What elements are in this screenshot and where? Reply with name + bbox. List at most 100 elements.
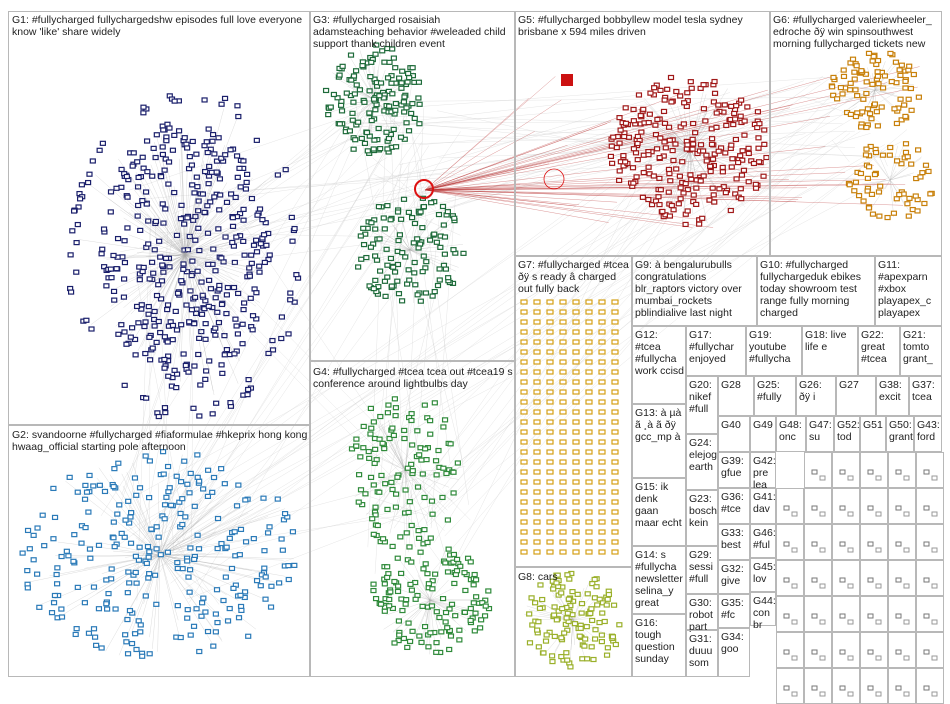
panel-small-group	[916, 488, 944, 524]
panel-small-group	[804, 632, 832, 668]
group-label-g9: G9: à bengalurubulls congratulations blr…	[635, 259, 755, 324]
panel-small-group	[888, 488, 916, 524]
group-label-g49: G49	[753, 419, 774, 450]
panel-small-group	[860, 488, 888, 524]
panel-small-group	[832, 488, 860, 524]
panel-small-group	[804, 596, 832, 632]
group-label-g26: G26: ðÿ i	[799, 379, 834, 414]
group-label-g16: G16: tough question sunday	[635, 617, 684, 675]
panel-g7	[515, 256, 632, 567]
panel-small-group	[804, 560, 832, 596]
panel-small-group	[916, 452, 944, 488]
group-label-g37: G37: tcea	[912, 379, 940, 414]
panel-small-group	[776, 524, 804, 560]
group-label-g41: G41: dav	[753, 491, 774, 522]
group-label-g27: G27	[839, 379, 874, 414]
panel-small-group	[888, 668, 916, 704]
group-label-g31: G31: duuu som	[689, 633, 716, 675]
panel-g1	[8, 11, 310, 425]
group-label-g29: G29: sessi #full	[689, 549, 716, 592]
group-label-g7: G7: #fullycharged #tcea ðÿ s ready â cha…	[518, 259, 630, 295]
panel-g2	[8, 425, 310, 677]
group-label-g20: G20: nikef #full	[689, 379, 716, 432]
panel-small-group	[860, 524, 888, 560]
group-label-g35: G35: #fc	[721, 597, 748, 626]
panel-small-group	[888, 524, 916, 560]
group-label-g17: G17: #fullychar enjoyed	[689, 329, 744, 374]
panel-g8	[515, 567, 632, 677]
panel-small-group	[804, 668, 832, 704]
panel-g4	[310, 361, 515, 677]
group-label-g44: G44: con br	[753, 595, 774, 624]
panel-small-group	[832, 632, 860, 668]
group-label-g21: G21: tomto grant_	[903, 329, 940, 374]
panel-small-group	[916, 524, 944, 560]
panel-small-group	[888, 560, 916, 596]
group-label-g48: G48: onc	[779, 419, 804, 450]
panel-small-group	[832, 596, 860, 632]
panel-small-group	[832, 524, 860, 560]
group-label-g2: G2: svandoorne #fullycharged #fiaformula…	[12, 429, 308, 453]
group-label-g33: G33: best	[721, 527, 748, 558]
panel-small-group	[860, 596, 888, 632]
group-label-g51: G51	[863, 419, 884, 450]
panel-g3	[310, 11, 515, 361]
panel-small-group	[776, 560, 804, 596]
group-label-g18: G18: live life e	[805, 329, 856, 374]
group-label-g32: G32: give	[721, 563, 748, 592]
group-label-g22: G22: great #tcea	[861, 329, 898, 374]
panel-small-group	[860, 452, 888, 488]
group-label-g40: G40	[721, 419, 748, 450]
group-label-g39: G39: gfue	[721, 455, 748, 486]
group-label-g4: G4: #fullycharged #tcea tcea out #tcea19…	[313, 366, 513, 390]
group-label-g25: G25: #fully	[757, 379, 794, 414]
panel-small-group	[776, 632, 804, 668]
panel-small-group	[916, 560, 944, 596]
panel-small-group	[888, 452, 916, 488]
group-label-g42: G42: pre lea	[753, 455, 774, 486]
panel-small-group	[804, 452, 832, 488]
panel-small-group	[832, 668, 860, 704]
group-label-g1: G1: #fullycharged fullychargedshw episod…	[12, 14, 308, 38]
panel-small-group	[860, 560, 888, 596]
group-label-g50: G50: grant	[889, 419, 912, 450]
group-label-g13: G13: à µà ã ¸à ã ðÿ gcc_mp à	[635, 407, 684, 476]
panel-small-group	[832, 452, 860, 488]
group-label-g11: G11: #apexparn #xbox playapex_c playapex	[878, 259, 940, 324]
panel-small-group	[888, 596, 916, 632]
group-label-g15: G15: ik denk gaan maar echt	[635, 481, 684, 544]
group-label-g24: G24: elejog earth	[689, 437, 716, 488]
group-label-g23: G23: bosch kein	[689, 493, 716, 544]
panel-small-group	[916, 668, 944, 704]
group-label-g3: G3: #fullycharged rosaisiah adamsteachin…	[313, 14, 513, 50]
group-label-g8: G8: cars	[518, 571, 630, 583]
panel-small-group	[832, 560, 860, 596]
group-label-g34: G34: goo	[721, 631, 748, 675]
panel-small-group	[776, 488, 804, 524]
panel-small-group	[860, 668, 888, 704]
group-label-g28: G28	[721, 379, 752, 414]
panel-small-group	[776, 596, 804, 632]
group-label-g30: G30: robot part	[689, 597, 716, 628]
panel-g5	[515, 11, 770, 256]
panel-small-group	[916, 632, 944, 668]
group-label-g45: G45: lov	[753, 561, 774, 590]
group-label-g12: G12: #tcea #fullycha work ccisd	[635, 329, 684, 402]
panel-small-group	[776, 668, 804, 704]
group-label-g36: G36: #tce	[721, 491, 748, 522]
group-label-g38: G38: excit	[879, 379, 907, 414]
group-label-g14: G14: s #fullycha newsletter selina_y gre…	[635, 549, 684, 612]
group-label-g43: G43: ford	[917, 419, 940, 450]
group-label-g6: G6: #fullycharged valeriewheeler_ edroch…	[773, 14, 940, 50]
panel-small-group	[860, 632, 888, 668]
panel-small-group	[888, 632, 916, 668]
group-label-g52: G52: tod	[837, 419, 858, 450]
group-label-g47: G47: su	[809, 419, 832, 450]
group-label-g10: G10: #fullycharged fullychargeduk ebikes…	[760, 259, 873, 324]
group-label-g46: G46: #ful	[753, 527, 774, 556]
panel-small-group	[804, 524, 832, 560]
group-label-g5: G5: #fullycharged bobbyllew model tesla …	[518, 14, 768, 38]
group-label-g19: G19: youtube #fullycha	[749, 329, 800, 374]
panel-small-group	[804, 488, 832, 524]
panel-small-group	[916, 596, 944, 632]
